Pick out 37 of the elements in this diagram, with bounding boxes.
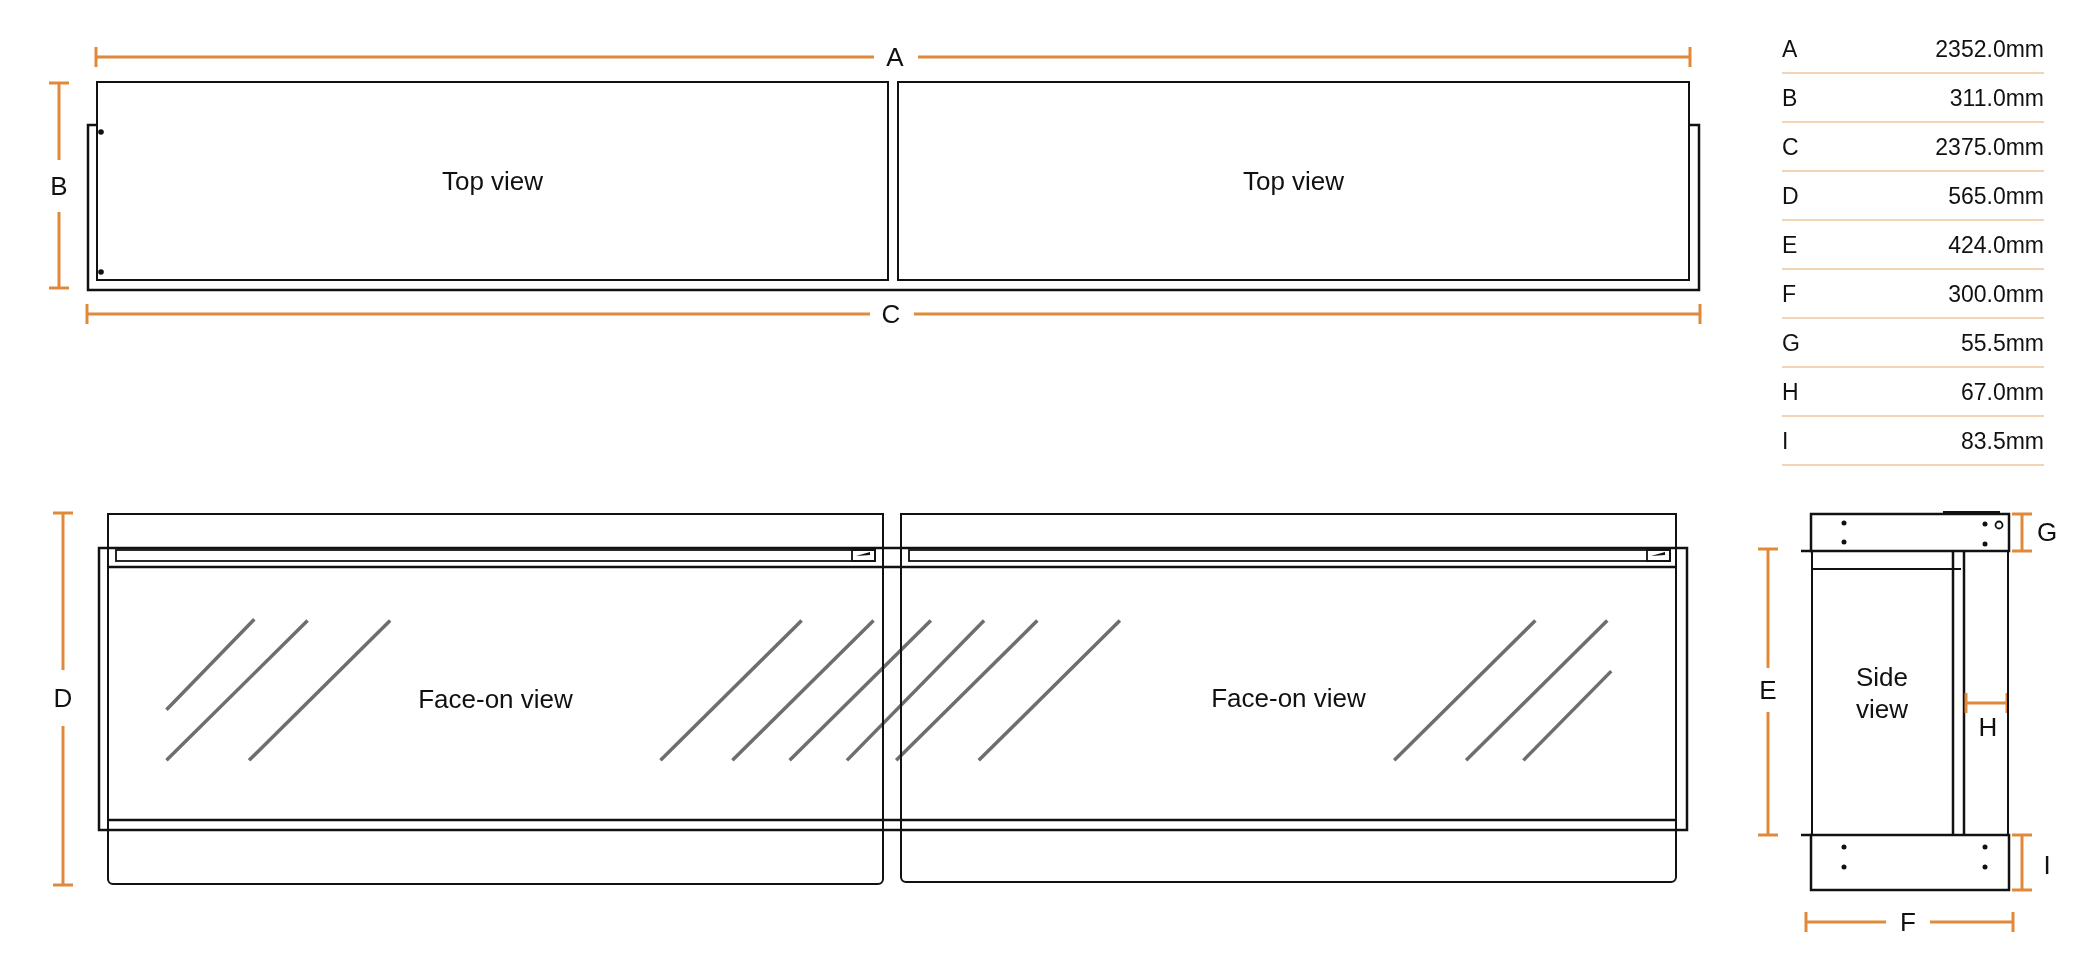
dimension-value: 83.5mm <box>1960 429 2044 453</box>
face-on-view-panel <box>900 513 1677 883</box>
view-label: Top view <box>1242 164 1345 198</box>
dimension-key: A <box>1782 37 1798 61</box>
side-view-panel <box>1811 551 2009 835</box>
face-on-view-panel <box>107 513 884 885</box>
dimension-value: 67.0mm <box>1960 380 2044 404</box>
top-view-panel <box>96 81 889 281</box>
dimension-label: C <box>881 301 901 327</box>
view-label: Top view <box>441 164 544 198</box>
dimension-label: G <box>2036 519 2058 545</box>
dimension-value: 2375.0mm <box>1935 135 2044 159</box>
dimension-label: H <box>1978 714 1998 740</box>
dimension-value: 565.0mm <box>1948 184 2044 208</box>
view-label: Face-on view <box>418 682 573 716</box>
dimension-value: 55.5mm <box>1960 331 2044 355</box>
dimension-label: A <box>886 44 904 70</box>
view-label: Side view <box>1854 660 1909 726</box>
dimension-label: B <box>50 173 68 199</box>
view-label: Face-on view <box>1211 681 1366 715</box>
dimension-key: E <box>1782 233 1798 257</box>
dimension-key: G <box>1782 331 1800 355</box>
dimension-label: F <box>1900 909 1916 935</box>
dimension-value: 311.0mm <box>1949 86 2044 110</box>
dimension-label: D <box>53 685 73 711</box>
top-view-panel <box>897 81 1690 281</box>
dimension-value: 2352.0mm <box>1935 37 2044 61</box>
dimension-key: D <box>1782 184 1799 208</box>
dimension-value: 424.0mm <box>1948 233 2044 257</box>
dimension-label: I <box>2043 852 2051 878</box>
dimension-key: H <box>1782 380 1799 404</box>
dimension-key: C <box>1782 135 1799 159</box>
dimension-key: B <box>1782 86 1798 110</box>
dimension-key: F <box>1782 282 1797 306</box>
dimension-value: 300.0mm <box>1948 282 2044 306</box>
dimension-label: E <box>1759 677 1777 703</box>
dimension-key: I <box>1782 429 1789 453</box>
